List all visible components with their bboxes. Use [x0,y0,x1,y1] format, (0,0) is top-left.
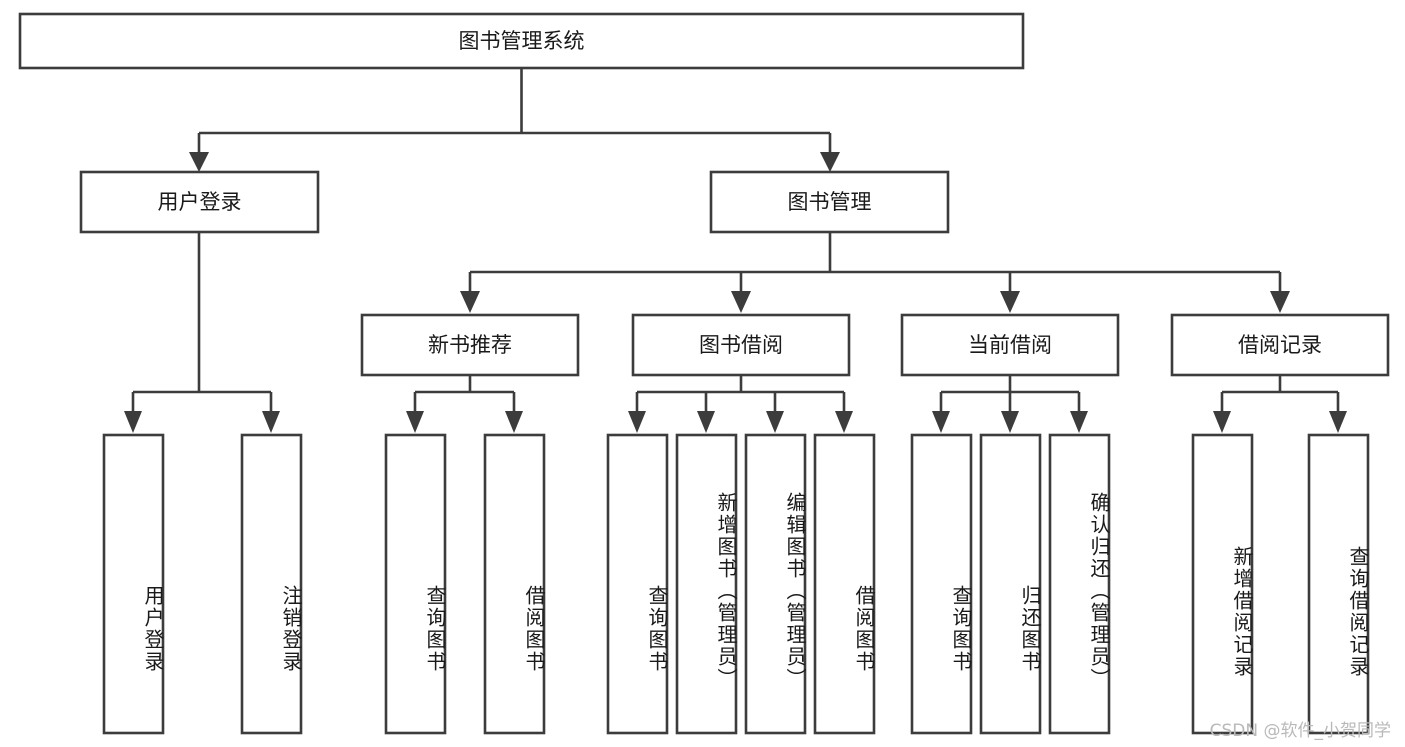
leaf-node-group [102,433,1370,735]
arrowhead-book-borrow [731,291,751,313]
leaf-new-book-2[interactable] [483,433,546,735]
connector-group [131,68,1340,411]
arrowhead-new-book [460,291,480,313]
node-user-login-label: 用户登录 [158,190,242,214]
node-book-borrow-label: 图书借阅 [699,333,783,357]
leaf-borrow-record-1[interactable] [1191,433,1254,735]
watermark-text: CSDN @软件_小贺同学 [1209,721,1391,741]
arrowhead-leaf-borrow-record-2 [1329,411,1347,433]
arrowhead-leaf-user-login-2 [262,411,280,433]
node-book-manage-label: 图书管理 [788,190,872,214]
arrowhead-leaf-book-borrow-3 [766,411,784,433]
node-borrow-record[interactable] [1170,313,1390,377]
node-current-borrow-label: 当前借阅 [968,333,1052,357]
node-root[interactable] [18,12,1025,70]
leaf-user-login-2[interactable] [240,433,303,735]
arrowhead-group [124,152,1347,433]
node-new-book-recommend-label: 新书推荐 [428,333,512,357]
arrowhead-leaf-user-login-1 [124,411,142,433]
node-book-borrow[interactable] [631,313,851,377]
arrowhead-user-login [189,152,209,172]
node-book-manage[interactable] [709,170,950,234]
arrowhead-leaf-new-book-1 [406,411,424,433]
leaf-current-borrow-1[interactable] [910,433,973,735]
leaf-current-borrow-3[interactable] [1048,433,1111,735]
leaf-borrow-record-2[interactable] [1307,433,1370,735]
arrowhead-leaf-new-book-2 [505,411,523,433]
node-borrow-record-label: 借阅记录 [1238,333,1322,357]
arrowhead-book-manage [820,152,840,172]
leaf-book-borrow-3[interactable] [744,433,807,735]
node-root-label: 图书管理系统 [459,29,585,53]
arrowhead-leaf-book-borrow-1 [628,411,646,433]
arrowhead-current-borrow [1000,291,1020,313]
leaf-book-borrow-4[interactable] [813,433,876,735]
leaf-user-login-1[interactable] [102,433,165,735]
node-new-book-recommend[interactable] [360,313,580,377]
arrowhead-leaf-current-borrow-3 [1070,411,1088,433]
arrowhead-leaf-book-borrow-2 [697,411,715,433]
node-group: 图书管理系统 用户登录 图书管理 新书推荐 图书借阅 当前借阅 借阅记录 [18,12,1390,377]
arrowhead-leaf-book-borrow-4 [835,411,853,433]
node-current-borrow[interactable] [900,313,1120,377]
leaf-book-borrow-2[interactable] [675,433,738,735]
leaf-book-borrow-1[interactable] [606,433,669,735]
arrowhead-borrow-record [1270,291,1290,313]
leaf-current-borrow-2[interactable] [979,433,1042,735]
arrowhead-leaf-current-borrow-2 [1001,411,1019,433]
node-user-login[interactable] [79,170,320,234]
arrowhead-leaf-borrow-record-1 [1213,411,1231,433]
arrowhead-leaf-current-borrow-1 [932,411,950,433]
leaf-new-book-1[interactable] [384,433,447,735]
